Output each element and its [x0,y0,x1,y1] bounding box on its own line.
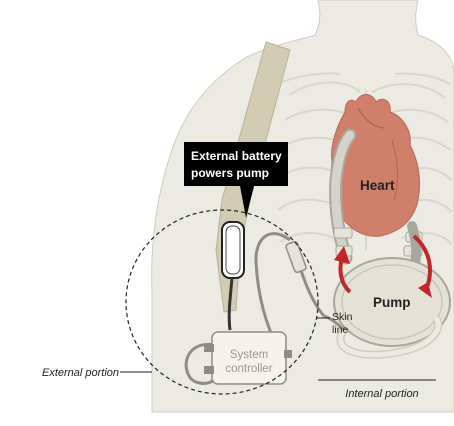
external-portion-circle [125,209,319,395]
battery-callout-line-2: powers pump [191,166,269,180]
flow-arrowhead-left [334,246,350,264]
controller-label-line-2: controller [225,363,272,375]
skin-line-label-2: line [332,324,349,336]
cable-connector [285,240,307,274]
battery-cable [227,277,234,331]
controller-side-cable [184,342,219,385]
skin-line-label-1: Skin [332,311,353,323]
flow-arrowhead-right [418,282,432,298]
system-controller: System controller [204,331,292,385]
external-battery [221,221,245,279]
battery-callout-line-1: External battery [191,149,282,163]
pump-label: Pump [373,295,411,310]
battery-callout: External battery powers pump [184,142,288,218]
heart-label: Heart [360,178,395,193]
pump-device [333,257,451,347]
external-portion-label: External portion [42,367,119,379]
internal-portion-label: Internal portion [345,388,418,400]
controller-label-line-1: System [230,349,268,361]
